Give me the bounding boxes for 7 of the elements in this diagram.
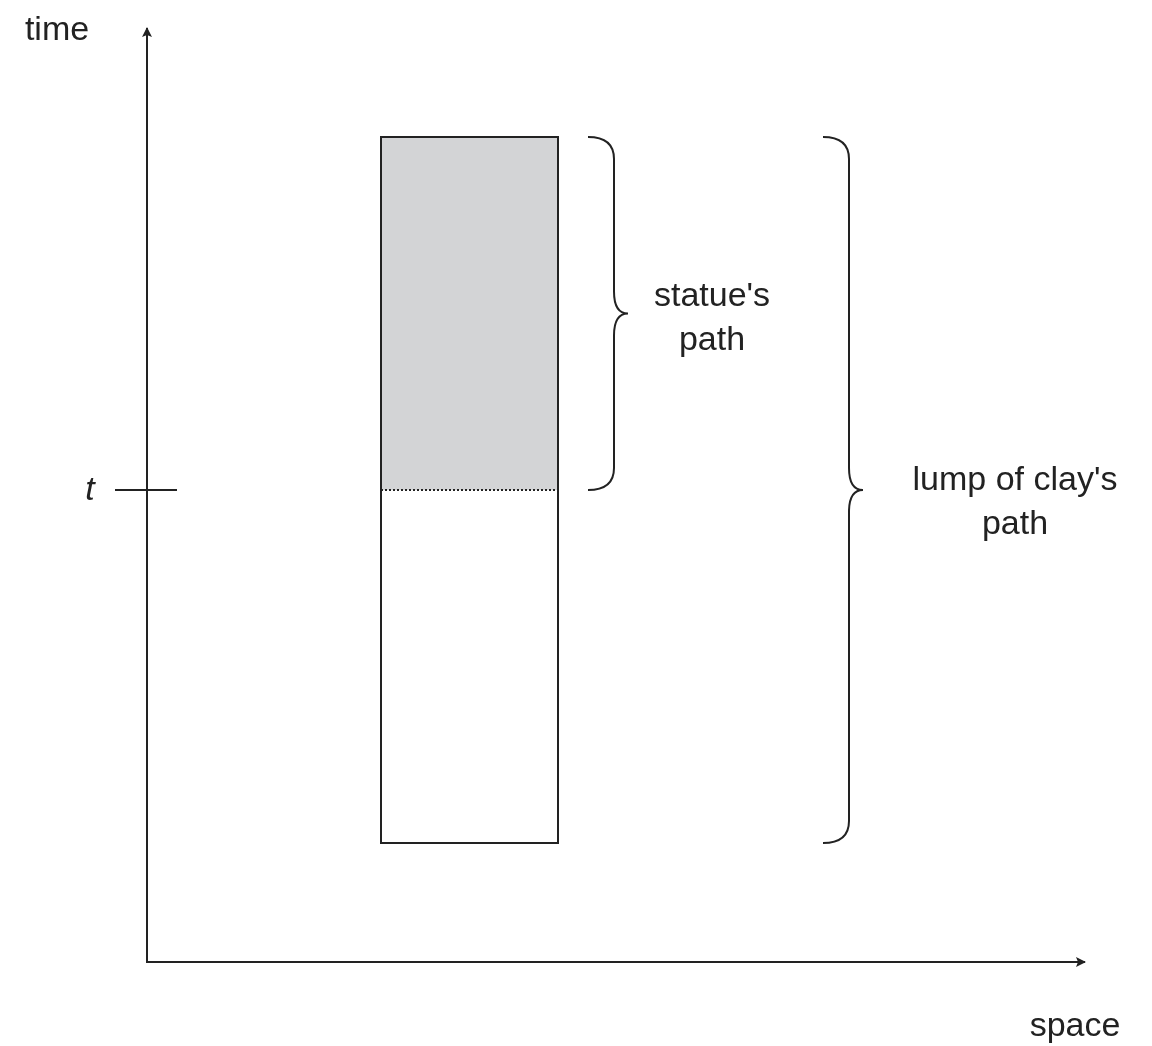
brace-label: lump of clay's path	[911, 458, 1119, 543]
shaded-bar	[380, 136, 559, 491]
brace-label: statue's path	[652, 274, 772, 359]
tick-label: t	[84, 468, 97, 509]
path-bar	[380, 489, 559, 844]
axis-label: space	[1028, 1004, 1122, 1045]
axis-label: time	[23, 8, 91, 49]
